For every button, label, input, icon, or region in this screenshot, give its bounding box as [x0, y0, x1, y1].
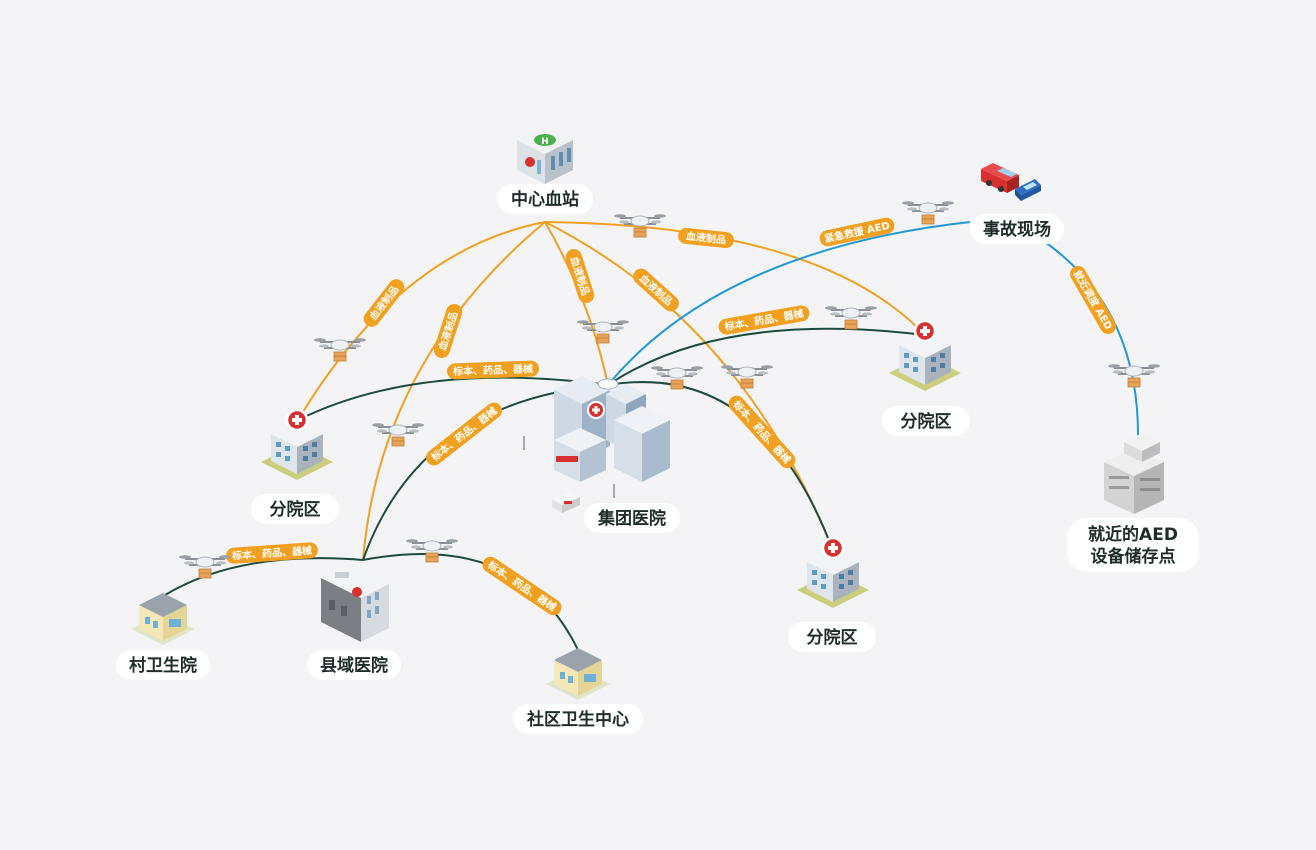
node-label-branch-right: 分院区 — [882, 406, 970, 436]
specimen-route-left-to-group — [297, 376, 609, 421]
street-lamp-icon — [523, 436, 615, 498]
delivery-drone-icon — [1107, 363, 1161, 388]
aed-route-accident-to-storage — [1029, 231, 1140, 441]
svg-text:社区卫生中心: 社区卫生中心 — [526, 709, 629, 730]
node-label-blood-station: 中心血站 — [497, 184, 593, 214]
delivery-drone-icon — [824, 305, 878, 330]
node-label-community: 社区卫生中心 — [513, 704, 643, 734]
clinic-building-icon — [546, 648, 610, 700]
svg-text:中心血站: 中心血站 — [511, 189, 579, 210]
node-label-branch-bottom: 分院区 — [788, 622, 876, 652]
hospital-building-icon — [795, 536, 871, 610]
blood-route-to-left-branch — [297, 221, 546, 421]
aed-storage-building-icon — [1104, 433, 1164, 514]
svg-text:就近的AED: 就近的AED — [1088, 524, 1178, 545]
route-tag-blood-county: 血液制品 — [436, 310, 461, 352]
delivery-drone-icon — [576, 319, 630, 344]
node-label-village: 村卫生院 — [116, 650, 210, 680]
accident-car-icon — [981, 163, 1041, 201]
route-tag-blood-left: 血液制品 — [367, 283, 402, 323]
svg-text:设备储存点: 设备储存点 — [1091, 546, 1176, 567]
clinic-building-icon — [131, 593, 195, 645]
hospital-building-icon — [259, 408, 335, 482]
delivery-drone-icon — [405, 538, 459, 563]
aed-route-group-to-accident — [607, 221, 971, 386]
blood-route-to-group — [544, 221, 609, 386]
svg-text:集团医院: 集团医院 — [597, 508, 666, 529]
svg-text:分院区: 分院区 — [901, 411, 952, 432]
delivery-drone-icon — [650, 365, 704, 390]
route-tag-blood-group: 血液制品 — [568, 255, 593, 297]
route-tag-blood-right: 血液制品 — [685, 229, 726, 246]
blood-route-to-county — [362, 221, 546, 561]
svg-text:事故现场: 事故现场 — [983, 219, 1051, 240]
route-tag-specimen-community: 标本、药品、器械 — [484, 558, 558, 614]
route-tag-specimen-bottom: 标本、药品、器械 — [730, 397, 794, 466]
delivery-drone-icon — [313, 337, 367, 362]
node-label-group-hospital: 集团医院 — [584, 503, 680, 533]
blood-route-to-right-branch — [544, 221, 926, 336]
node-label-county: 县域医院 — [307, 650, 401, 680]
route-tag-aed-dispatch: 就近调度 AED — [1071, 268, 1115, 332]
delivery-drone-icon — [178, 554, 232, 579]
svg-text:分院区: 分院区 — [270, 499, 321, 520]
route-tag-blood-bottom: 血液制品 — [637, 272, 675, 308]
svg-text:县域医院: 县域医院 — [320, 655, 388, 676]
svg-text:分院区: 分院区 — [807, 627, 858, 648]
group-hospital-building-icon — [554, 376, 670, 482]
route-tag-specimen-county: 标本、药品、器械 — [428, 404, 500, 464]
route-tag-specimen-left: 标本、药品、器械 — [452, 362, 533, 378]
node-label-aed-storage: 就近的AED 设备储存点 — [1067, 518, 1199, 572]
node-label-branch-left: 分院区 — [251, 494, 339, 524]
ambulance-icon — [552, 491, 580, 513]
svg-text:H: H — [541, 137, 549, 147]
svg-text:村卫生院: 村卫生院 — [129, 655, 197, 676]
delivery-drone-icon — [371, 422, 425, 447]
delivery-drone-icon — [901, 200, 955, 225]
specimen-route-group-to-right — [607, 327, 926, 386]
delivery-drone-icon — [720, 364, 774, 389]
route-tags: 血液制品 血液制品 血液制品 血液制品 血液制品 紧急救援 AED 就近调度 A… — [226, 217, 1116, 616]
specimen-route-village-to-county — [164, 557, 364, 596]
blood-station-building-icon: H — [517, 126, 573, 184]
county-hospital-building-icon — [321, 564, 389, 642]
node-label-accident: 事故现场 — [970, 214, 1064, 244]
